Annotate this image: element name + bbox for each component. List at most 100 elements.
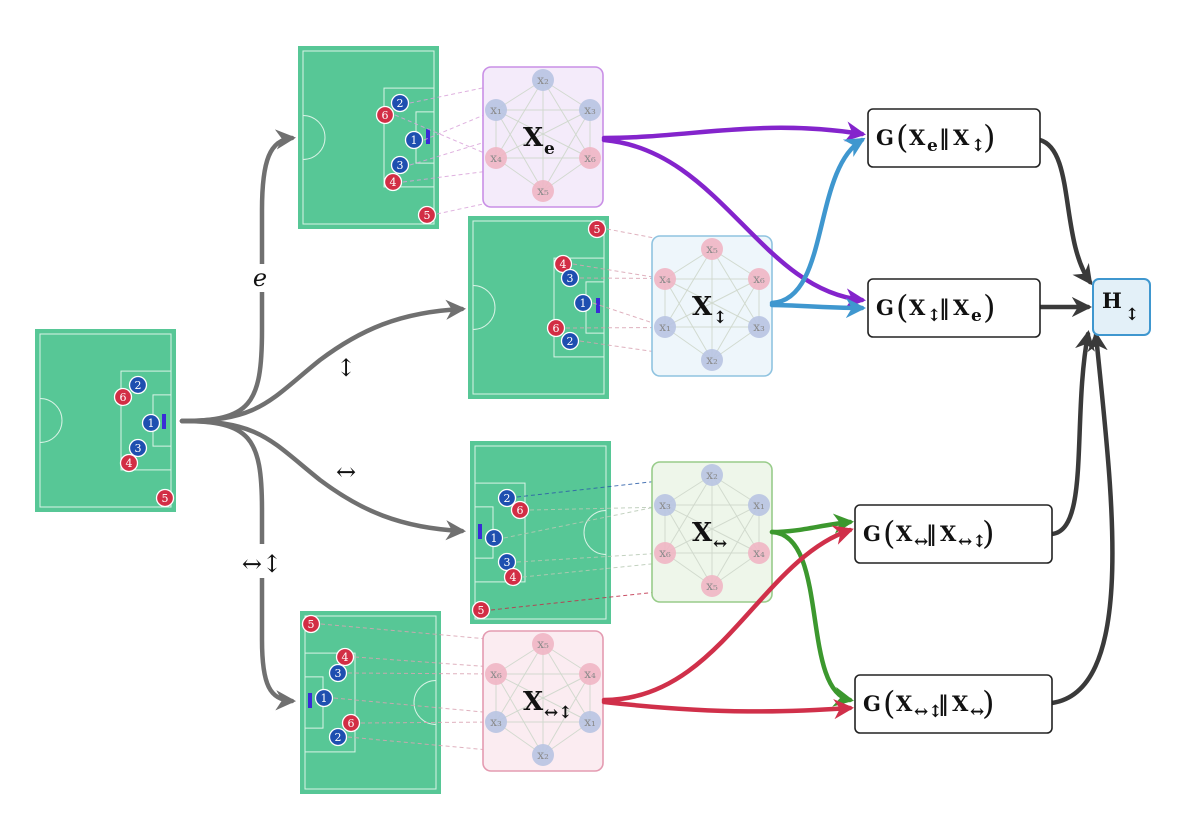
branch-arrow-hvflip — [179, 418, 297, 711]
graph-node: x₂ — [701, 349, 723, 371]
player-3: 3 — [390, 155, 410, 175]
player-5: 5 — [471, 600, 491, 620]
graph-node: x₆ — [654, 542, 676, 564]
branch-label-identity: e — [253, 264, 267, 292]
graph-node: x₁ — [748, 494, 770, 516]
svg-text:6: 6 — [517, 504, 524, 517]
svg-text:X: X — [952, 691, 969, 716]
svg-text:x₅: x₅ — [706, 579, 718, 593]
svg-text:G: G — [863, 691, 881, 716]
svg-text:x₃: x₃ — [659, 498, 671, 512]
svg-text:X: X — [940, 521, 957, 546]
svg-text:X: X — [523, 687, 544, 717]
svg-text:↔: ↔ — [970, 702, 984, 722]
svg-text:3: 3 — [504, 556, 511, 569]
svg-text:X: X — [953, 125, 970, 150]
svg-text:2: 2 — [335, 731, 342, 744]
correspondence-line — [360, 721, 497, 724]
svg-text:‖: ‖ — [939, 295, 950, 320]
svg-text:‖: ‖ — [939, 125, 950, 150]
svg-text:x₂: x₂ — [537, 748, 549, 762]
graph-node: x₄ — [485, 147, 507, 169]
svg-text:4: 4 — [126, 457, 133, 470]
svg-text:4: 4 — [560, 258, 567, 271]
player-2: 2 — [560, 331, 580, 351]
player-2: 2 — [497, 488, 517, 508]
svg-text:G: G — [876, 125, 894, 150]
g-box-g3: G(X↔‖X↔↕) — [854, 504, 1053, 564]
player-6: 6 — [510, 500, 530, 520]
graph-node: x₄ — [748, 542, 770, 564]
player-2: 2 — [128, 375, 148, 395]
arrow-xe-to-g1 — [601, 121, 867, 142]
svg-text:4: 4 — [510, 571, 517, 584]
player-6: 6 — [546, 318, 566, 338]
svg-text:2: 2 — [135, 379, 142, 392]
svg-text:x₅: x₅ — [706, 242, 718, 256]
arrow-xv-to-g1 — [769, 137, 866, 306]
svg-text:X: X — [896, 691, 913, 716]
player-3: 3 — [560, 268, 580, 288]
correspondence-line — [503, 504, 666, 539]
svg-text:1: 1 — [321, 692, 328, 705]
goal-marker — [426, 129, 430, 144]
player-1: 1 — [314, 688, 334, 708]
graph-node: x₂ — [532, 69, 554, 91]
arrow-xh-to-g3 — [769, 513, 855, 535]
branch-label-vflip: ↕ — [336, 354, 356, 382]
svg-text:x₆: x₆ — [584, 151, 596, 165]
branch-arrow-hflip — [179, 418, 467, 541]
svg-text:‖: ‖ — [926, 521, 937, 546]
svg-text:↕: ↕ — [971, 136, 985, 156]
svg-text:↔↕: ↔↕ — [914, 702, 943, 722]
svg-text:x₅: x₅ — [537, 184, 549, 198]
svg-text:): ) — [983, 288, 995, 326]
arrow-xhv-to-g3 — [601, 525, 854, 703]
player-5: 5 — [587, 219, 607, 239]
output-main: H — [1102, 288, 1122, 313]
svg-text:(: ( — [896, 288, 908, 326]
svg-text:): ) — [982, 514, 994, 552]
svg-text:x₂: x₂ — [537, 73, 549, 87]
output-box: H ↕ — [1092, 278, 1151, 336]
output-sub: ↕ — [1125, 305, 1139, 325]
graph-node: x₃ — [748, 316, 770, 338]
svg-text:(: ( — [883, 684, 895, 722]
svg-text:): ) — [982, 684, 994, 722]
g-box-g4: G(X↔↕‖X↔) — [854, 674, 1053, 734]
graph-node: x₃ — [579, 99, 601, 121]
svg-text:↕: ↕ — [927, 306, 941, 326]
svg-text:X: X — [909, 125, 926, 150]
branch-label-hvflip: ↔↕ — [242, 550, 282, 578]
svg-text:X: X — [692, 518, 713, 548]
svg-text:x₄: x₄ — [659, 272, 671, 286]
player-4: 4 — [503, 567, 523, 587]
svg-text:x₃: x₃ — [584, 103, 596, 117]
svg-text:1: 1 — [411, 134, 418, 147]
player-2: 2 — [328, 727, 348, 747]
svg-text:x₆: x₆ — [753, 272, 765, 286]
svg-text:e: e — [971, 306, 982, 326]
svg-text:x₂: x₂ — [706, 468, 718, 482]
player-1: 1 — [404, 130, 424, 150]
svg-text:X: X — [953, 295, 970, 320]
player-4: 4 — [119, 453, 139, 473]
svg-text:x₄: x₄ — [490, 151, 502, 165]
svg-text:3: 3 — [335, 667, 342, 680]
graph-label: X↔ — [692, 518, 727, 554]
svg-text:x₅: x₅ — [537, 637, 549, 651]
player-6: 6 — [341, 713, 361, 733]
graph-label: X↕ — [692, 292, 727, 328]
output-arrows — [1037, 137, 1115, 706]
graph-node: x₆ — [748, 268, 770, 290]
svg-text:(: ( — [883, 514, 895, 552]
correspondence-line — [516, 552, 666, 563]
svg-text:5: 5 — [594, 223, 601, 236]
player-1: 1 — [141, 413, 161, 433]
player-3: 3 — [128, 438, 148, 458]
